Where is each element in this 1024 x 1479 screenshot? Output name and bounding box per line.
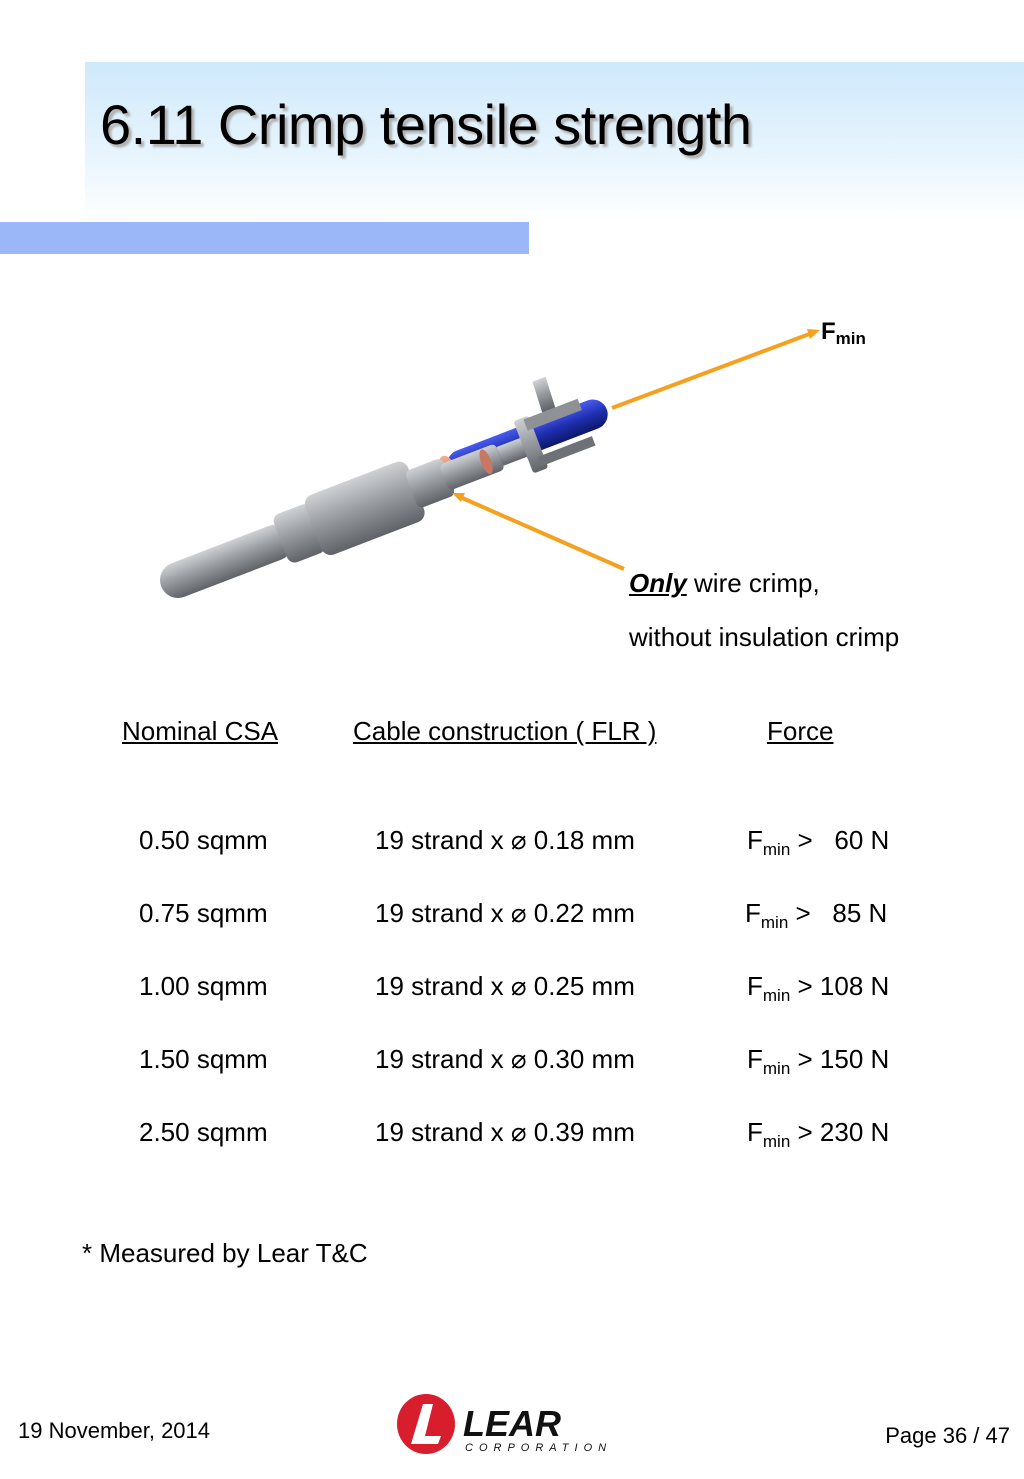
page-title: 6.11 Crimp tensile strength — [100, 93, 752, 156]
callout-text: Only wire crimp, without insulation crim… — [629, 556, 899, 664]
callout-rest: wire crimp, — [686, 568, 820, 598]
construction-cell: 19 strand x ⌀ 0.18 mm — [375, 825, 635, 855]
csa-cell: 0.50 sqmm — [139, 825, 268, 855]
title-band — [85, 62, 1024, 222]
csa-cell: 1.00 sqmm — [139, 971, 268, 1001]
header-cable-construction: Cable construction ( FLR ) — [353, 716, 657, 746]
callout-emphasis: Only — [629, 568, 687, 598]
construction-cell: 19 strand x ⌀ 0.25 mm — [375, 971, 635, 1001]
page-number: Page 36 / 47 — [885, 1423, 1010, 1448]
force-cell: Fmin > 108 N — [747, 971, 890, 1005]
header-nominal-csa: Nominal CSA — [122, 716, 279, 746]
csa-cell: 1.50 sqmm — [139, 1044, 268, 1074]
force-cell: Fmin > 60 N — [747, 825, 890, 859]
force-cell: Fmin > 85 N — [745, 898, 888, 932]
force-cell: Fmin > 230 N — [747, 1117, 890, 1151]
construction-cell: 19 strand x ⌀ 0.22 mm — [375, 898, 635, 928]
callout-line-1: Only wire crimp, — [629, 556, 899, 610]
logo-tagline: CORPORATION — [465, 1442, 612, 1454]
csa-cell: 2.50 sqmm — [139, 1117, 268, 1147]
accent-bar — [0, 222, 529, 254]
measurement-note: * Measured by Lear T&C — [82, 1238, 368, 1268]
header-force: Force — [767, 716, 834, 746]
crimp-terminal-illustration — [160, 329, 820, 598]
logo-word: LEAR — [463, 1403, 561, 1444]
force-cell: Fmin > 150 N — [747, 1044, 890, 1078]
csa-cell: 0.75 sqmm — [139, 898, 268, 928]
lear-logo: LEAR CORPORATION — [397, 1394, 612, 1454]
callout-line-2: without insulation crimp — [629, 622, 900, 652]
construction-cell: 19 strand x ⌀ 0.30 mm — [375, 1044, 635, 1074]
construction-cell: 19 strand x ⌀ 0.39 mm — [375, 1117, 635, 1147]
force-label: Fmin — [821, 318, 866, 348]
footer-date: 19 November, 2014 — [18, 1418, 211, 1443]
